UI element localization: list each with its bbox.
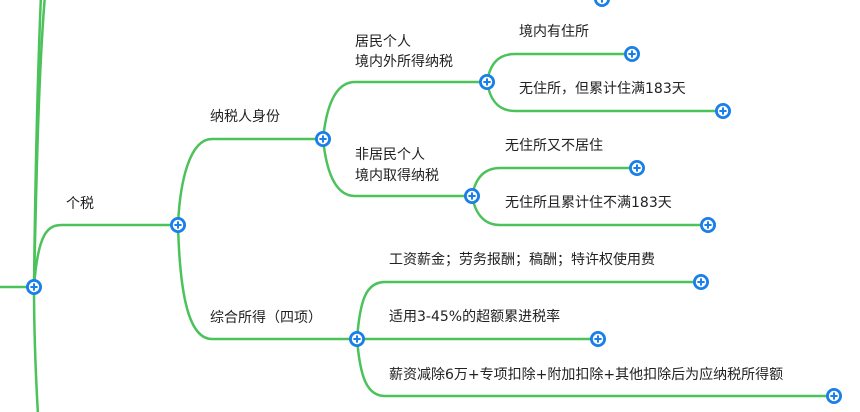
node-label-no-residence-under-183: 无住所且累计住不满183天 [505, 195, 672, 211]
plus-circle-icon[interactable] [479, 74, 495, 90]
node-label-income-types: 工资薪金；劳务报酬；稿酬；特许权使用费 [389, 251, 655, 268]
plus-circle-icon[interactable] [349, 331, 365, 347]
plus-circle-icon[interactable] [826, 388, 842, 404]
branch-line [176, 137, 325, 227]
branch-line [485, 52, 634, 84]
plus-circle-icon[interactable] [590, 331, 606, 347]
plus-circle-icon[interactable] [693, 274, 709, 290]
branch-line [355, 280, 703, 341]
branch-line [321, 137, 474, 198]
node-label-taxpayer-identity: 纳税人身份 [210, 109, 280, 125]
plus-circle-icon[interactable] [26, 279, 42, 295]
node-label-comprehensive-income: 综合所得（四项） [210, 309, 322, 326]
branch-line [470, 166, 639, 198]
branch-line [321, 80, 489, 141]
branch-line [32, 285, 40, 412]
plus-circle-icon[interactable] [700, 217, 716, 233]
node-label-geshui: 个税 [66, 196, 94, 212]
node-label-no-residence-183: 无住所，但累计住满183天 [519, 81, 686, 97]
branch-line [355, 337, 836, 398]
plus-circle-icon[interactable] [464, 188, 480, 204]
node-label-nonresident-line1: 非居民个人 [355, 147, 425, 163]
node-label-resident-line1: 居民个人 [355, 34, 411, 50]
plus-circle-icon[interactable] [715, 103, 731, 119]
plus-circle-icon[interactable] [629, 160, 645, 176]
branch-line [32, 223, 180, 289]
node-label-tax-rate: 适用3-45%的超额累进税率 [389, 308, 560, 325]
plus-circle-icon[interactable] [315, 131, 331, 147]
branch-line [32, 0, 43, 289]
node-label-no-residence-not-living: 无住所又不居住 [505, 138, 603, 154]
node-label-resident-line2: 境内外所得纳税 [355, 53, 453, 70]
plus-circle-icon[interactable] [170, 217, 186, 233]
branch-line [176, 223, 359, 341]
node-label-domestic-residence: 境内有住所 [519, 24, 589, 40]
plus-circle-icon[interactable] [624, 46, 640, 62]
node-label-taxable-income: 薪资减除6万+专项扣除+附加扣除+其他扣除后为应纳税所得额 [389, 366, 783, 383]
plus-circle-icon[interactable] [594, 0, 610, 7]
node-label-nonresident-line2: 境内取得纳税 [355, 167, 439, 184]
